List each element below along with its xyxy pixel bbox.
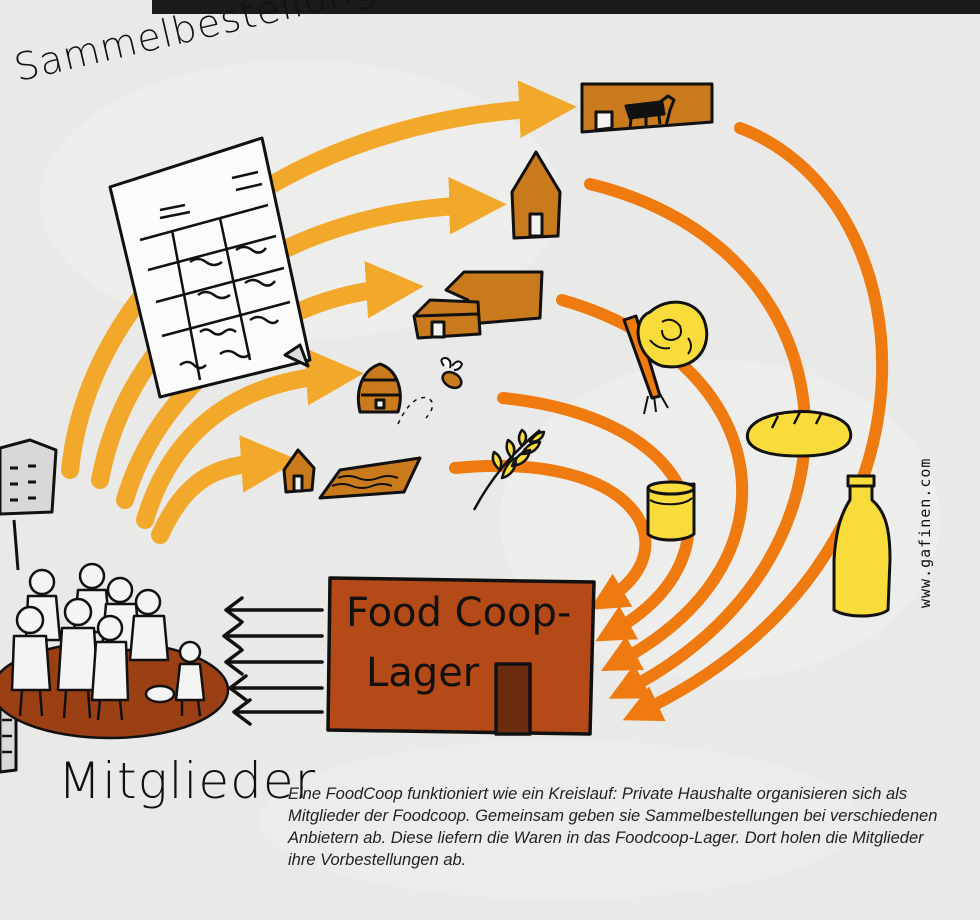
warehouse-icon (326, 576, 596, 736)
pickup-arrow-1 (224, 596, 324, 624)
lettuce-carrot-icon (622, 300, 709, 415)
apartment-building-icon (0, 438, 58, 774)
beehive-icon (356, 362, 434, 425)
warehouse-label-line2: Lager (366, 650, 480, 696)
bakery-house-icon (510, 150, 562, 240)
cow-barn-icon (580, 82, 714, 134)
pickup-arrow-5 (232, 698, 324, 726)
bee-icon (440, 356, 464, 390)
honey-jar-icon (646, 480, 696, 542)
pickup-arrows (222, 596, 324, 726)
pickup-arrow-3 (224, 648, 324, 676)
caption-text: Eine FoodCoop funktioniert wie ein Kreis… (288, 785, 938, 869)
order-arrow-5 (151, 435, 299, 544)
warehouse-label-line1: Food Coop- (346, 590, 572, 636)
order-sheet-icon (108, 136, 312, 399)
title-mitglieder: Mitglieder (58, 752, 317, 810)
pickup-arrow-4 (228, 674, 324, 702)
dairy-farm-icon (412, 270, 544, 340)
field-hut-icon (282, 448, 422, 500)
grain-icon (472, 428, 546, 511)
delivery-arrow-5 (449, 459, 652, 610)
pickup-arrow-2 (222, 622, 324, 650)
top-bar (152, 0, 980, 14)
order-arrow-4 (136, 347, 364, 529)
delivery-arrow-1 (622, 122, 889, 722)
milk-bottle-icon (832, 474, 892, 618)
credit-url: www.gafinen.com (916, 457, 934, 608)
members-group-icon (0, 562, 230, 740)
bread-icon (745, 410, 853, 458)
